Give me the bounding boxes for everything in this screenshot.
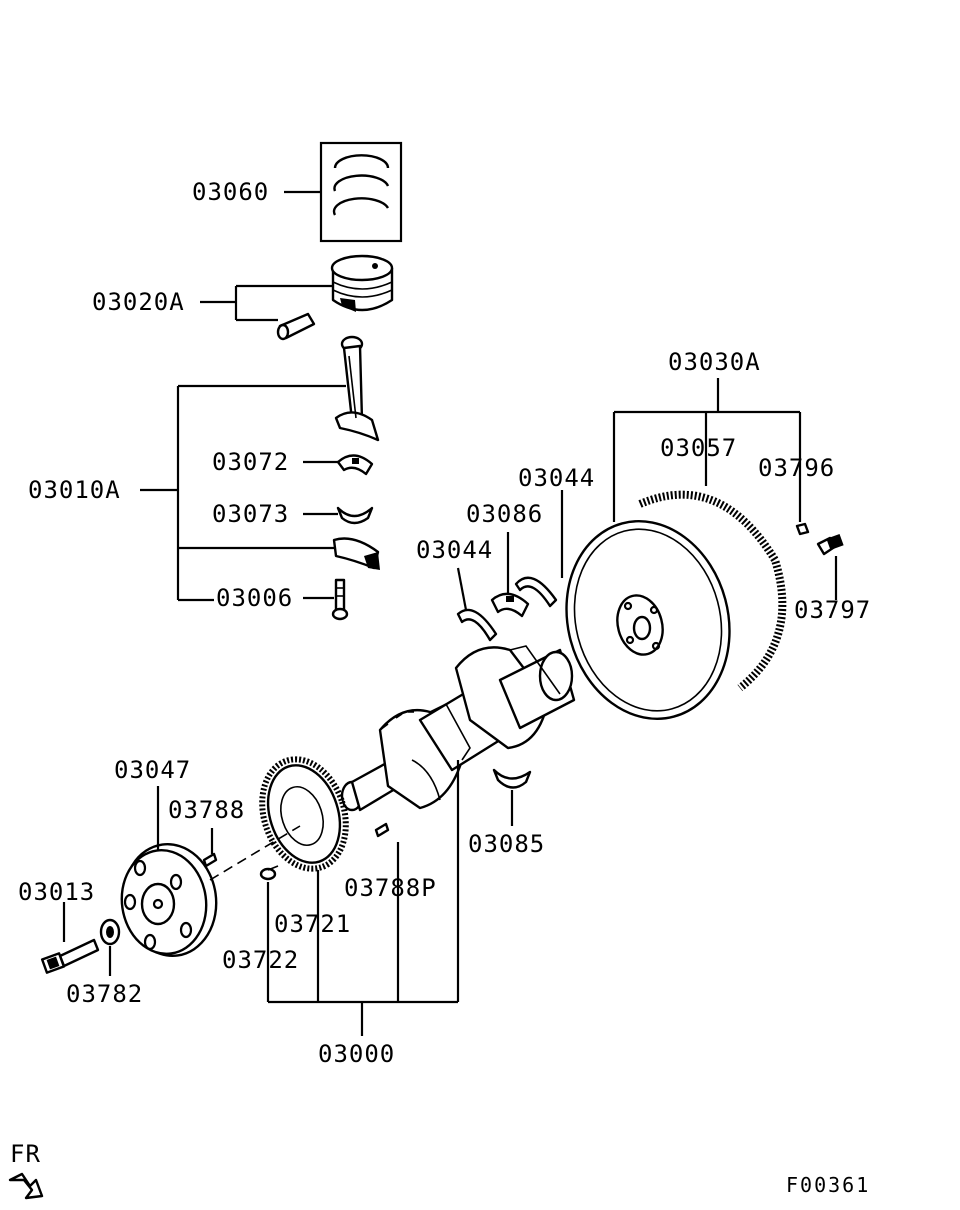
figure-code: F00361 bbox=[786, 1173, 870, 1197]
front-arrow-icon bbox=[8, 1172, 44, 1200]
crank-pulley-part[interactable] bbox=[115, 838, 223, 962]
label-03782[interactable]: 03782 bbox=[66, 980, 143, 1008]
pulley-washer-part[interactable] bbox=[99, 918, 121, 946]
sensor-screw-part[interactable] bbox=[259, 865, 279, 881]
label-03057[interactable]: 03057 bbox=[660, 434, 737, 462]
leader-03030A bbox=[612, 378, 802, 522]
flywheel-pin-part[interactable] bbox=[795, 522, 810, 536]
crank-pin-part[interactable] bbox=[374, 822, 390, 838]
crankshaft-part[interactable] bbox=[340, 645, 576, 812]
centerline bbox=[209, 825, 301, 881]
label-03020A[interactable]: 03020A bbox=[92, 288, 185, 316]
label-03030A[interactable]: 03030A bbox=[668, 348, 761, 376]
label-03788[interactable]: 03788 bbox=[168, 796, 245, 824]
leader-03000 bbox=[266, 760, 460, 1036]
conrod-cap-part[interactable] bbox=[332, 537, 380, 571]
label-03000[interactable]: 03000 bbox=[318, 1040, 395, 1068]
thrust-washer-upper-part[interactable] bbox=[514, 576, 558, 608]
piston-pin-part[interactable] bbox=[276, 312, 316, 341]
label-03013[interactable]: 03013 bbox=[18, 878, 95, 906]
label-03073[interactable]: 03073 bbox=[212, 500, 289, 528]
main-bearing-lower-part[interactable] bbox=[492, 768, 532, 789]
connecting-rod-part[interactable] bbox=[334, 335, 380, 442]
label-03047[interactable]: 03047 bbox=[114, 756, 191, 784]
label-03044-upper[interactable]: 03044 bbox=[518, 464, 595, 492]
flywheel-part[interactable] bbox=[545, 503, 751, 738]
flywheel-bolt-part[interactable] bbox=[816, 533, 844, 556]
label-03085[interactable]: 03085 bbox=[468, 830, 545, 858]
front-direction-label: FR bbox=[10, 1140, 41, 1168]
bearing-upper-part[interactable] bbox=[336, 454, 374, 476]
leader-03010A bbox=[140, 384, 346, 602]
label-03086[interactable]: 03086 bbox=[466, 500, 543, 528]
label-03722[interactable]: 03722 bbox=[222, 946, 299, 974]
leader-03020A bbox=[200, 284, 333, 322]
thrust-washer-lower-part[interactable] bbox=[456, 608, 498, 642]
label-03060[interactable]: 03060 bbox=[192, 178, 269, 206]
piston-part[interactable] bbox=[330, 254, 394, 312]
sensor-plate-part[interactable] bbox=[249, 748, 360, 879]
bearing-lower-part[interactable] bbox=[336, 506, 374, 525]
label-03010A[interactable]: 03010A bbox=[28, 476, 121, 504]
label-03006[interactable]: 03006 bbox=[216, 584, 293, 612]
label-03796[interactable]: 03796 bbox=[758, 454, 835, 482]
label-03072[interactable]: 03072 bbox=[212, 448, 289, 476]
label-03788P[interactable]: 03788P bbox=[344, 874, 437, 902]
pulley-bolt-part[interactable] bbox=[40, 938, 100, 974]
piston-rings-part[interactable] bbox=[319, 141, 403, 243]
leader-03044-lower bbox=[456, 567, 468, 611]
label-03721[interactable]: 03721 bbox=[274, 910, 351, 938]
pulley-key-part[interactable] bbox=[202, 852, 218, 868]
conrod-bolt-part[interactable] bbox=[331, 578, 349, 621]
label-03044-lower[interactable]: 03044 bbox=[416, 536, 493, 564]
main-bearing-upper-part[interactable] bbox=[490, 592, 530, 618]
label-03797[interactable]: 03797 bbox=[794, 596, 871, 624]
